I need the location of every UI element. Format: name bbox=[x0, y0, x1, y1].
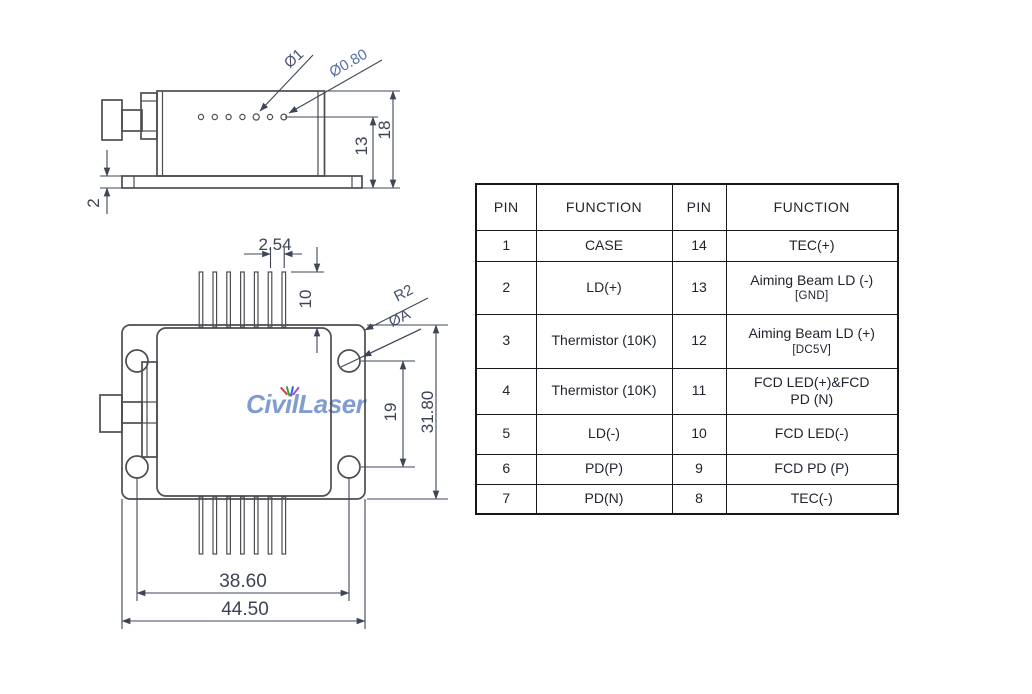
table-row: 4 Thermistor (10K) 11 FCD LED(+)&FCD PD … bbox=[475, 367, 899, 415]
cell-function: FCD PD (P) bbox=[725, 453, 899, 485]
header-pin-right: PIN bbox=[671, 183, 727, 231]
function-line2: PD (N) bbox=[790, 391, 834, 407]
cell-pin: 3 bbox=[475, 313, 537, 369]
cell-pin: 9 bbox=[671, 453, 727, 485]
function-line2: [DC5V] bbox=[792, 343, 832, 356]
header-function-left: FUNCTION bbox=[535, 183, 673, 231]
cell-pin: 11 bbox=[671, 367, 727, 415]
cell-pin: 4 bbox=[475, 367, 537, 415]
fiber-connector-top bbox=[99, 361, 158, 458]
fiber-connector bbox=[101, 92, 158, 141]
cell-pin: 6 bbox=[475, 453, 537, 485]
cell-pin: 12 bbox=[671, 313, 727, 369]
table-row: 5 LD(-) 10 FCD LED(-) bbox=[475, 413, 899, 455]
cell-pin: 2 bbox=[475, 260, 537, 315]
dim-label-pin-row-height: 13 bbox=[352, 137, 371, 156]
header-function-right: FUNCTION bbox=[725, 183, 899, 231]
cell-function: PD(N) bbox=[535, 483, 673, 515]
dim-label-pin-pitch: 2.54 bbox=[258, 235, 291, 254]
cell-function: PD(P) bbox=[535, 453, 673, 485]
function-line1: Aiming Beam LD (+) bbox=[748, 325, 875, 342]
dim-label-hole-dia-small: Ø0.80 bbox=[327, 46, 371, 81]
cell-function: FCD LED(-) bbox=[725, 413, 899, 455]
cell-function: Thermistor (10K) bbox=[535, 367, 673, 415]
cell-pin: 10 bbox=[671, 413, 727, 455]
cell-function: TEC(-) bbox=[725, 483, 899, 515]
cell-function: CASE bbox=[535, 229, 673, 262]
dim-label-mount-hole-dia: ØA bbox=[386, 306, 413, 331]
header-pin-left: PIN bbox=[475, 183, 537, 231]
table-row: 1 CASE 14 TEC(+) bbox=[475, 229, 899, 262]
pins-top bbox=[198, 271, 287, 328]
watermark-text: CivilLaser bbox=[246, 389, 366, 419]
table-row: 6 PD(P) 9 FCD PD (P) bbox=[475, 453, 899, 485]
mount-flange bbox=[121, 324, 366, 500]
dim-label-hole-h-spacing: 38.60 bbox=[219, 571, 267, 592]
dim-label-hole-v-spacing: 19 bbox=[381, 403, 400, 422]
function-line1: Aiming Beam LD (-) bbox=[750, 271, 874, 288]
dim-label-body-height: 31.80 bbox=[418, 391, 437, 434]
dim-label-pin-length: 10 bbox=[296, 290, 315, 309]
cell-pin: 5 bbox=[475, 413, 537, 455]
cell-function: TEC(+) bbox=[725, 229, 899, 262]
package-body bbox=[156, 327, 332, 497]
pins-bottom bbox=[198, 496, 287, 555]
base-plate bbox=[121, 175, 363, 189]
watermark: CivilLaser bbox=[246, 385, 426, 421]
top-view-drawing: 2.54 10 R2 ØA 19 31.80 bbox=[99, 235, 448, 629]
function-line1: FCD LED(+)&FCD bbox=[753, 373, 870, 390]
cell-pin: 7 bbox=[475, 483, 537, 515]
cell-function: FCD LED(+)&FCD PD (N) bbox=[725, 367, 899, 415]
dim-label-hole-dia-large: Ø1 bbox=[281, 46, 307, 72]
cell-function: Thermistor (10K) bbox=[535, 313, 673, 369]
cell-pin: 14 bbox=[671, 229, 727, 262]
cell-pin: 1 bbox=[475, 229, 537, 262]
cell-function: LD(-) bbox=[535, 413, 673, 455]
mounting-holes bbox=[125, 349, 361, 479]
function-line2: [GND] bbox=[795, 290, 829, 303]
table-row: 3 Thermistor (10K) 12 Aiming Beam LD (+)… bbox=[475, 313, 899, 369]
cell-pin: 8 bbox=[671, 483, 727, 515]
dim-label-corner-radius: R2 bbox=[391, 281, 416, 305]
pin-holes bbox=[197, 113, 288, 121]
dim-label-overall-width: 44.50 bbox=[221, 599, 269, 620]
table-row: 7 PD(N) 8 TEC(-) bbox=[475, 483, 899, 515]
table-header-row: PIN FUNCTION PIN FUNCTION bbox=[475, 183, 899, 231]
cell-function: LD(+) bbox=[535, 260, 673, 315]
cell-function: Aiming Beam LD (+) [DC5V] bbox=[725, 313, 899, 369]
pin-function-table: PIN FUNCTION PIN FUNCTION 1 CASE 14 TEC(… bbox=[475, 183, 899, 515]
table-row: 2 LD(+) 13 Aiming Beam LD (-) [GND] bbox=[475, 260, 899, 315]
cell-pin: 13 bbox=[671, 260, 727, 315]
dim-label-base-thickness: 2 bbox=[84, 198, 103, 207]
cell-function: Aiming Beam LD (-) [GND] bbox=[725, 260, 899, 315]
dim-label-total-height: 18 bbox=[375, 121, 394, 140]
side-view-drawing: Ø1 Ø0.80 13 18 2 bbox=[84, 46, 400, 214]
